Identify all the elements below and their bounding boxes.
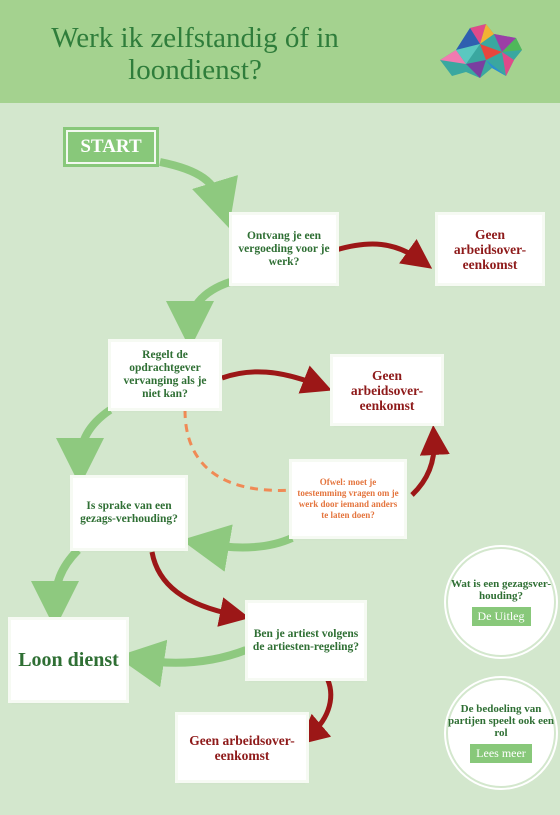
dashed-q2-note xyxy=(183,409,296,492)
info-text-bedoeling: De bedoeling van partijen speelt ook een… xyxy=(448,703,555,739)
outcome-geen-3: Geen arbeidsover-eenkomst xyxy=(178,715,306,780)
arrow-q3-loon xyxy=(31,547,81,629)
arrow-start-q1 xyxy=(159,158,238,228)
outcome-geen-1: Geen arbeidsover-eenkomst xyxy=(438,215,542,283)
logo-icon xyxy=(440,24,522,78)
arrow-q3-q4 xyxy=(149,551,250,627)
start-node: START xyxy=(63,127,159,167)
question-vervanging: Regelt de opdrachtgever vervanging als j… xyxy=(111,342,219,408)
lees-meer-button[interactable]: Lees meer xyxy=(470,744,532,763)
question-artiest: Ben je artiest volgens de artiesten-rege… xyxy=(248,603,364,678)
info-circle-bedoeling: De bedoeling van partijen speelt ook een… xyxy=(448,680,554,786)
de-uitleg-button[interactable]: De Uitleg xyxy=(471,607,531,626)
outcome-loondienst: Loon dienst xyxy=(11,620,126,700)
arrow-q4-no xyxy=(298,674,334,745)
outcome-geen-2: Geen arbeidsover-eenkomst xyxy=(333,357,441,423)
question-vergoeding: Ontvang je een vergoeding voor je werk? xyxy=(232,215,336,283)
page-title: Werk ik zelfstandig óf in loondienst? xyxy=(51,22,339,86)
arrow-q4-loon xyxy=(116,639,248,688)
info-text-gezag: Wat is een gezagsver-houding? xyxy=(450,578,552,602)
arrow-q2-q3 xyxy=(56,406,113,486)
info-circle-gezag: Wat is een gezagsver-houding? De Uitleg xyxy=(448,549,554,655)
arrow-q2-no xyxy=(221,365,332,394)
arrow-note-no xyxy=(410,425,450,497)
note-toestemming: Ofwel: moet je toestemming vragen om je … xyxy=(292,462,404,536)
arrow-q1-q2 xyxy=(166,278,232,349)
arrow-q1-no xyxy=(335,239,433,269)
question-gezagsverhouding: Is sprake van een gezags-verhouding? xyxy=(73,478,185,548)
arrow-note-q3 xyxy=(181,524,294,572)
